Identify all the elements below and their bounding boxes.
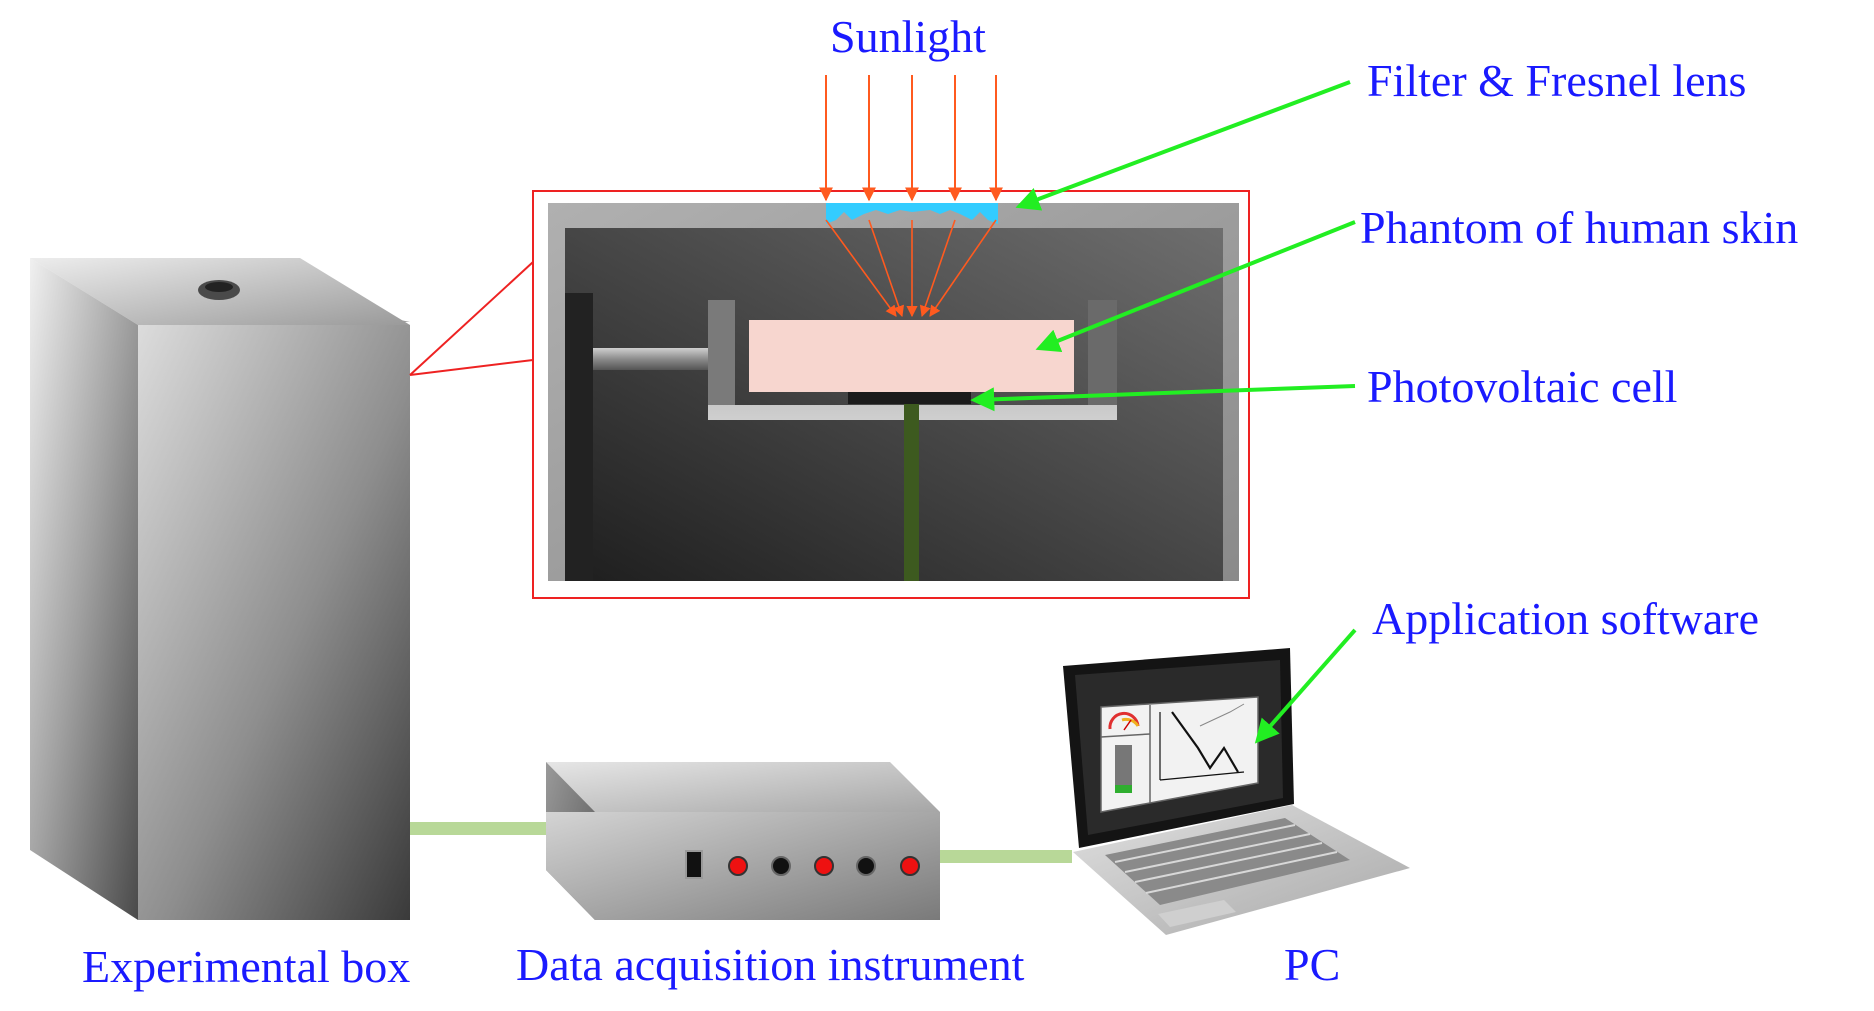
callout-arrows xyxy=(970,80,1357,744)
photovoltaic-cell xyxy=(848,392,971,404)
data-acquisition-instrument xyxy=(546,762,940,920)
level-bar xyxy=(1115,745,1132,793)
chamber-interior xyxy=(565,228,1223,581)
label-daq: Data acquisition instrument xyxy=(516,939,1025,990)
line-plot-icon xyxy=(1159,703,1245,781)
sensor-stem xyxy=(904,404,919,581)
callout-arrow-lens xyxy=(1015,80,1351,211)
cable-box-to-daq xyxy=(410,822,548,835)
callout-arrow-software xyxy=(1254,628,1357,744)
toggle-switch-icon xyxy=(685,850,703,879)
label-phantom: Phantom of human skin xyxy=(1360,202,1798,253)
cable-daq-to-pc xyxy=(940,850,1072,863)
inset-frame xyxy=(532,190,1250,599)
experimental-box xyxy=(30,258,410,920)
laptop-keyboard xyxy=(1105,818,1350,905)
label-sunlight: Sunlight xyxy=(830,11,986,62)
zoom-callout-lines xyxy=(409,261,534,376)
black-port-icon xyxy=(856,856,876,876)
black-port-icon xyxy=(771,856,791,876)
callout-arrow-phantom xyxy=(1035,220,1356,353)
support-rod xyxy=(593,348,708,370)
keyboard-keys xyxy=(1114,824,1338,894)
left-mount-post xyxy=(565,293,593,581)
label-experimental-box: Experimental box xyxy=(82,941,410,992)
red-port-icon xyxy=(814,856,834,876)
sample-holder-tray xyxy=(708,300,1117,420)
red-port-icon xyxy=(900,856,920,876)
sunlight-rays xyxy=(819,75,1003,202)
refracted-rays xyxy=(825,219,997,318)
daq-top-face xyxy=(546,762,940,812)
application-window xyxy=(1100,696,1259,813)
laptop-pc xyxy=(1063,648,1410,935)
callout-arrow-pv-cell xyxy=(970,384,1356,412)
box-front-face xyxy=(138,325,410,920)
inset-cross-section xyxy=(532,190,1250,599)
label-pv-cell: Photovoltaic cell xyxy=(1367,361,1677,412)
red-port-icon xyxy=(728,856,748,876)
box-left-face xyxy=(30,258,138,920)
label-filter-lens: Filter & Fresnel lens xyxy=(1367,55,1746,106)
label-app-software: Application software xyxy=(1372,593,1759,644)
gauge-icon xyxy=(1108,711,1140,731)
label-pc: PC xyxy=(1284,939,1340,990)
skin-phantom xyxy=(749,320,1074,392)
fresnel-lens xyxy=(826,203,998,224)
